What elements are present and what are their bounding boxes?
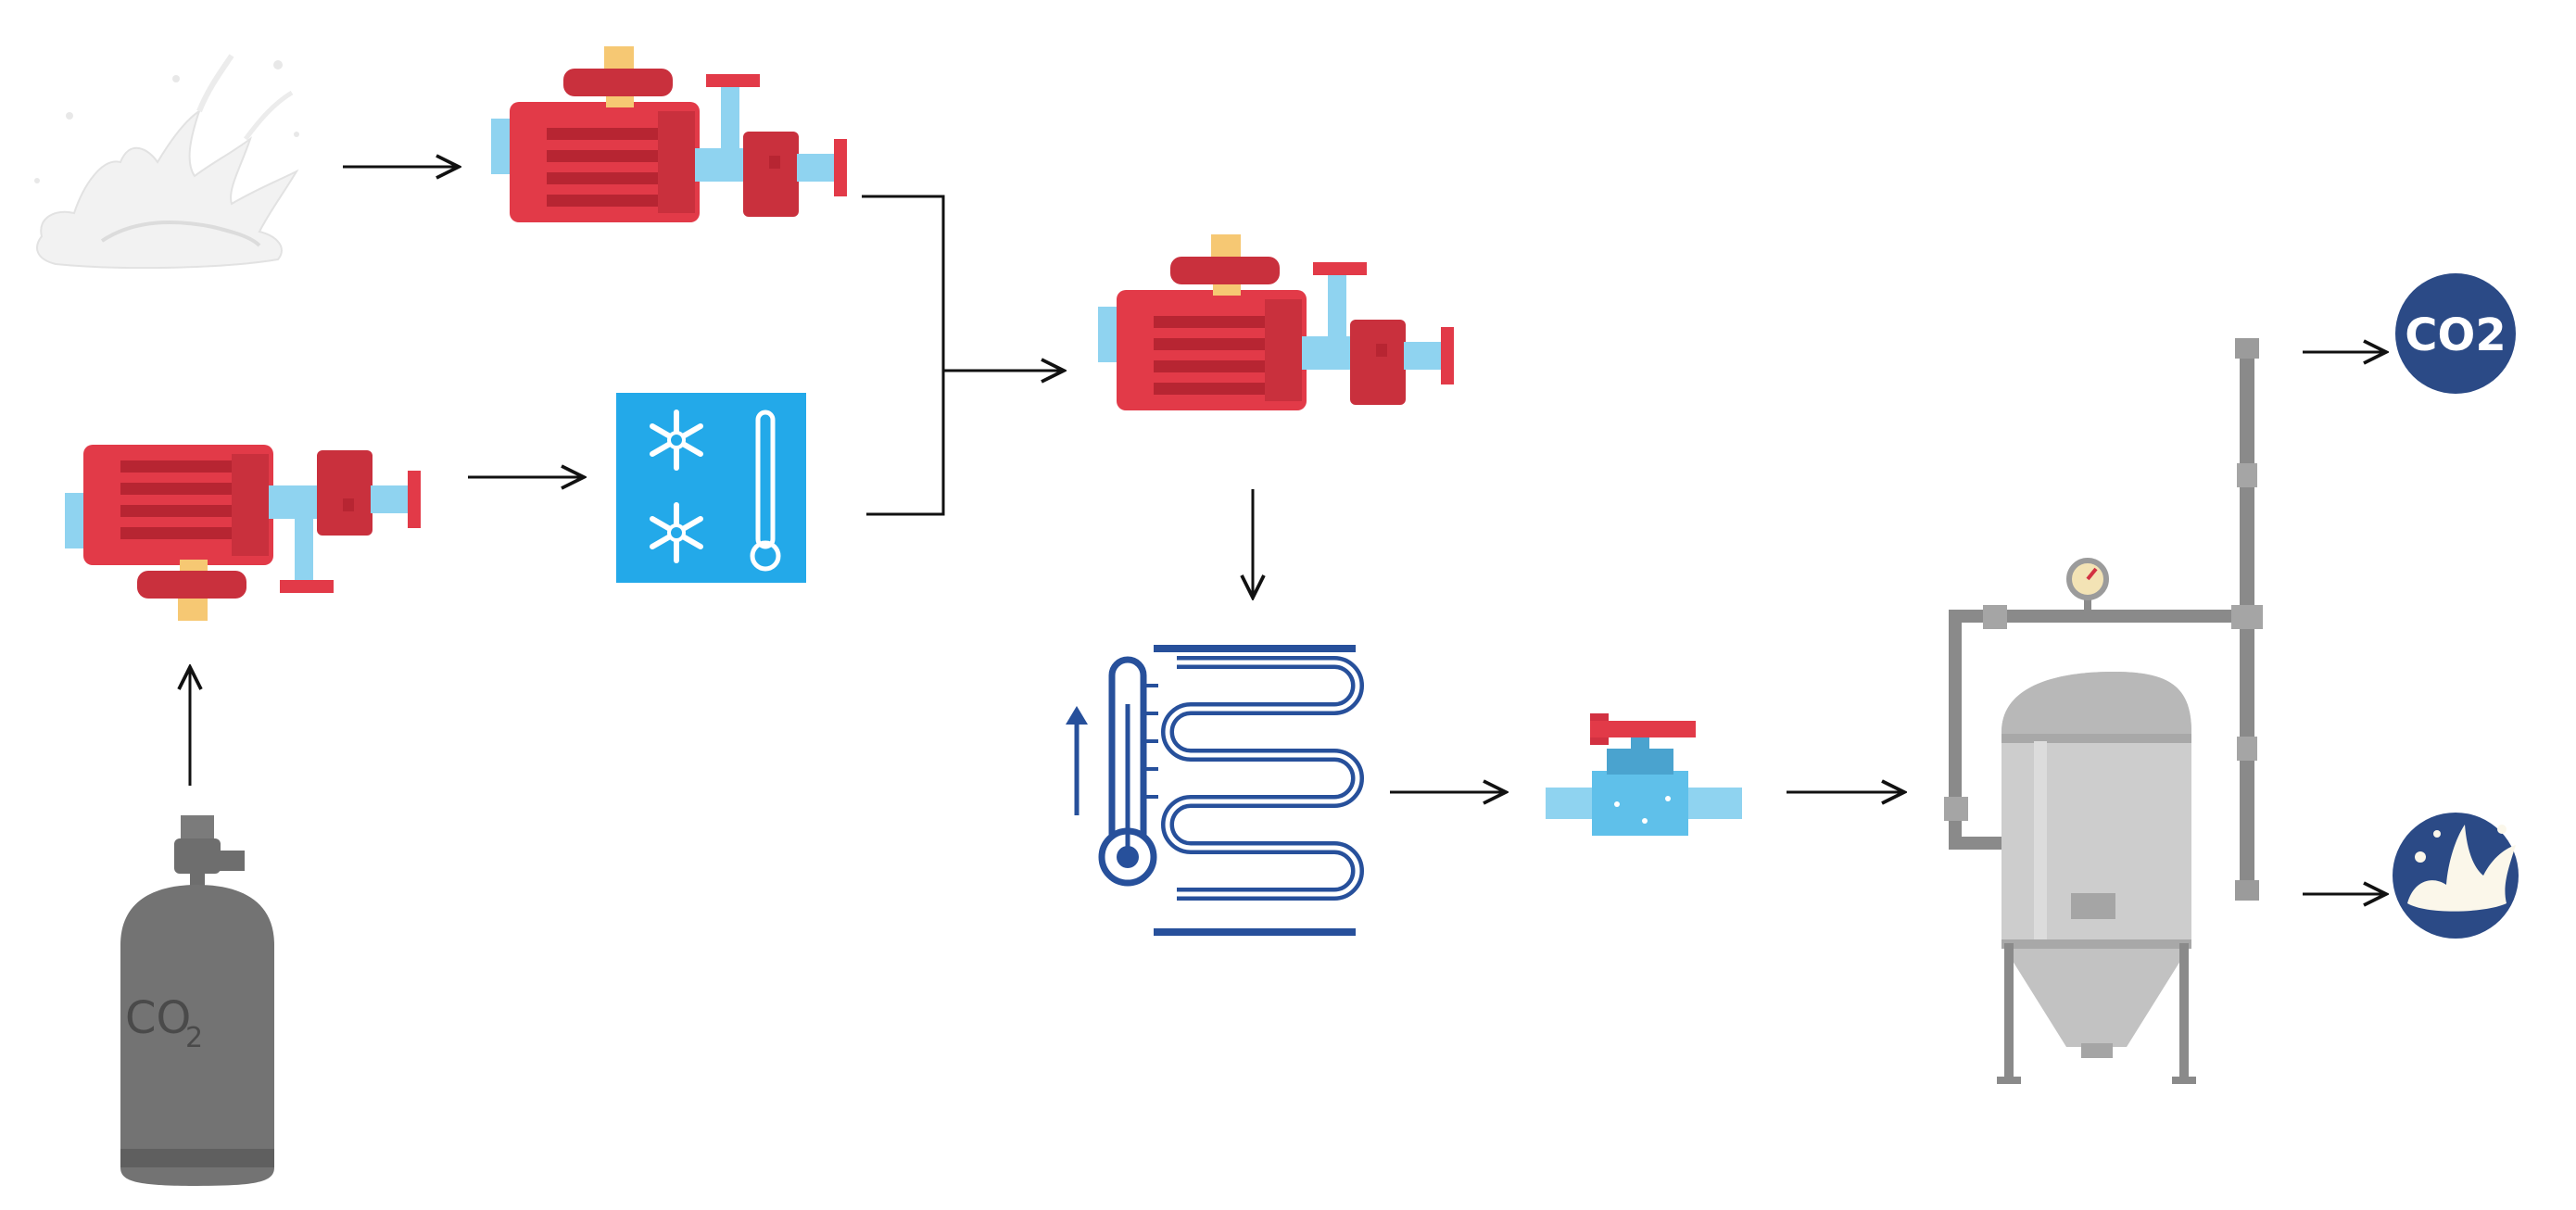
- cylinder-label: CO: [125, 992, 191, 1044]
- co2-cylinder-icon: CO 2: [120, 815, 274, 1186]
- co2-output-icon: CO2: [2395, 273, 2516, 394]
- merge-connector: [862, 195, 945, 516]
- fermentation-tank-icon: [1944, 338, 2263, 1084]
- pump-icon: [491, 46, 847, 222]
- co2-output-label: CO2: [2405, 309, 2506, 361]
- pump-icon: [1098, 234, 1454, 410]
- flow-arrows: [190, 167, 2386, 894]
- chiller-icon: [616, 393, 806, 583]
- milk-splash-icon: [34, 54, 299, 270]
- heat-exchanger-icon: [1066, 645, 1364, 936]
- pump-icon: [65, 445, 421, 621]
- cylinder-label-subscript: 2: [185, 1022, 203, 1054]
- valve-icon: [1546, 713, 1742, 836]
- milk-output-icon: [2393, 813, 2519, 939]
